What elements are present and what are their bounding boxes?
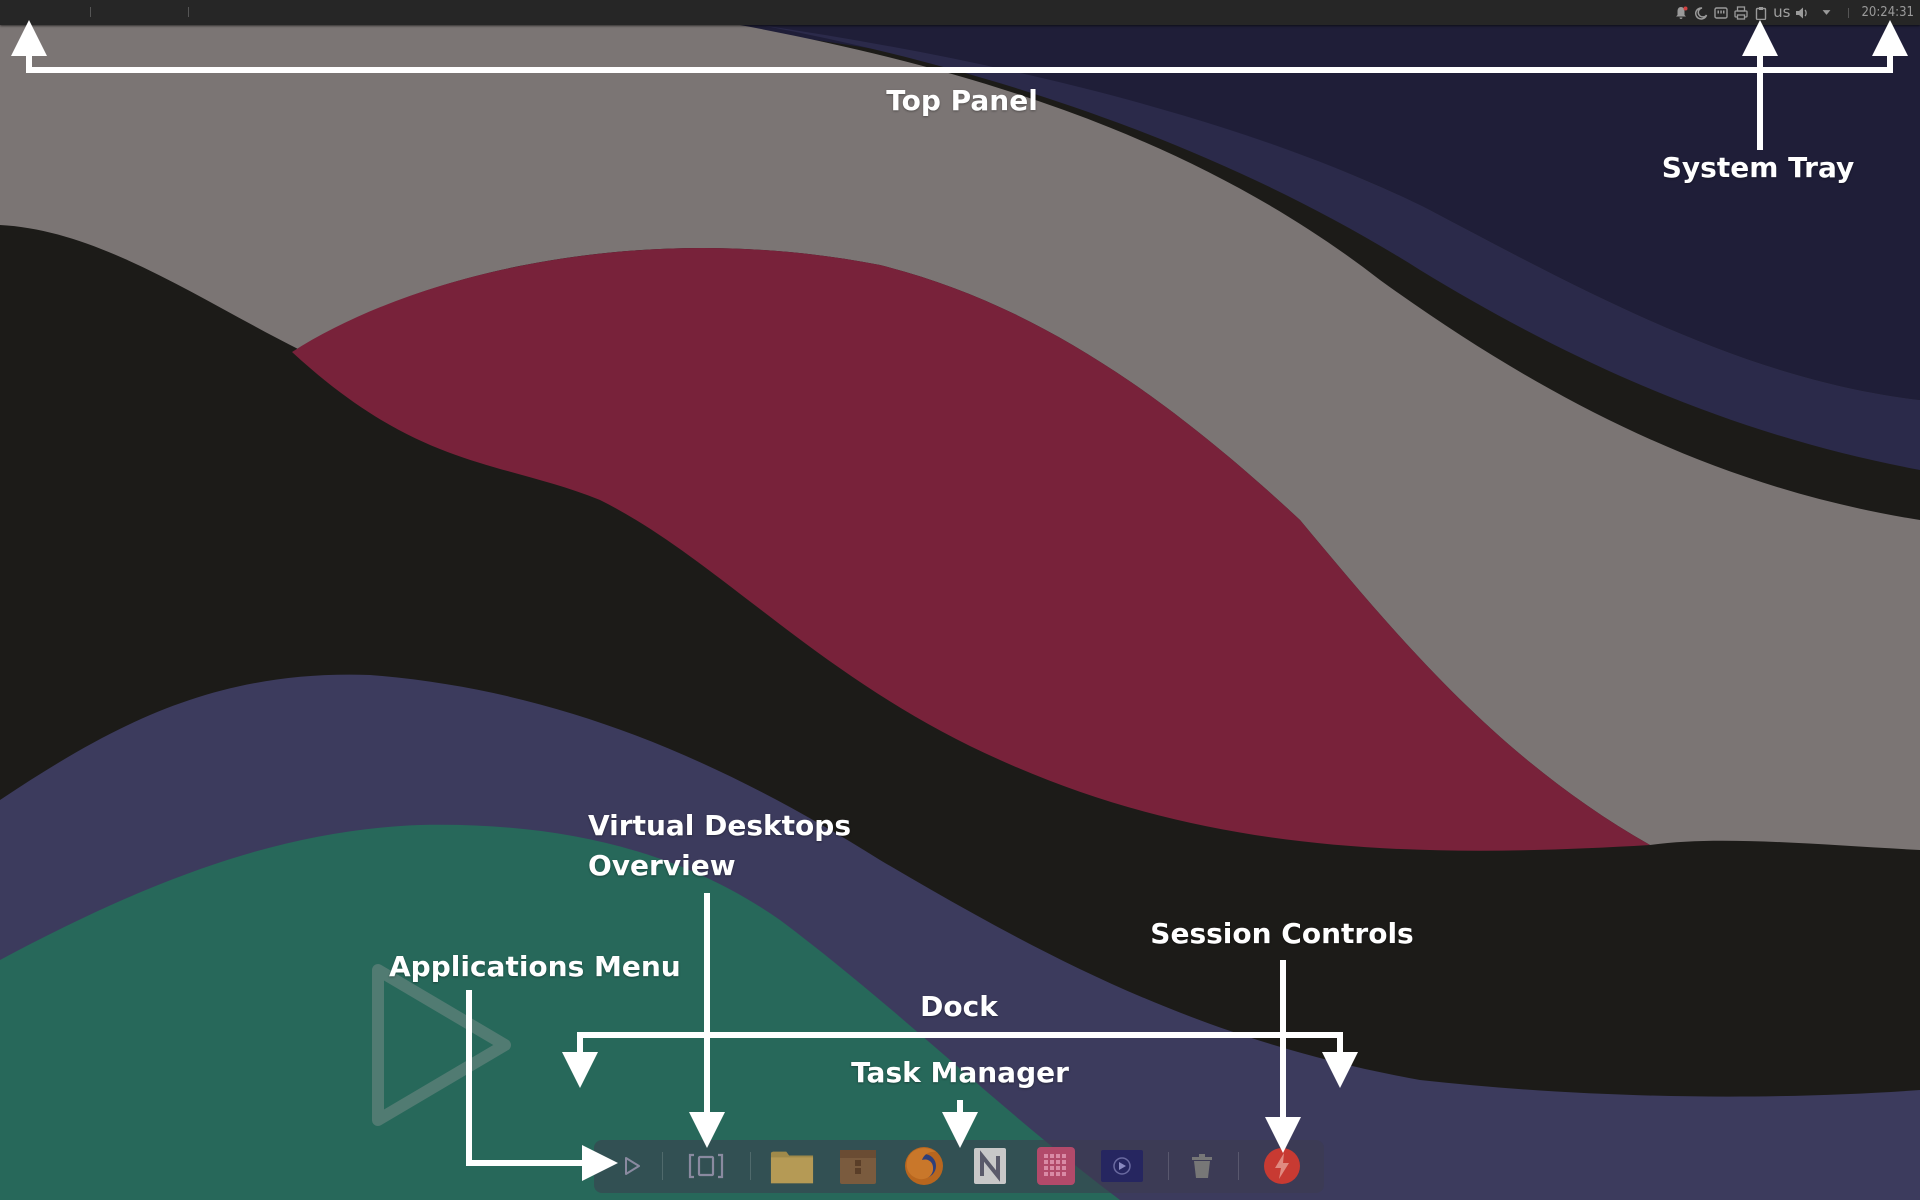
top-panel-annotation: Top Panel: [886, 84, 1038, 117]
trash-launcher[interactable]: [1180, 1146, 1224, 1186]
virtual-desktops-annotation-line1: Virtual Desktops: [588, 809, 851, 842]
archive-manager-launcher[interactable]: [836, 1146, 880, 1186]
dock: [594, 1140, 1324, 1193]
panel-separator: [188, 7, 189, 17]
notes-launcher[interactable]: [968, 1146, 1012, 1186]
dock-separator: [1238, 1152, 1239, 1180]
clipboard-icon[interactable]: [1751, 0, 1771, 25]
wave-navy: [700, 25, 1920, 400]
night-mode-icon[interactable]: [1691, 0, 1711, 25]
media-player-launcher[interactable]: [1100, 1146, 1144, 1186]
virtual-desktops-annotation-line2: Overview: [588, 849, 736, 882]
virtual-desktops-overview-button[interactable]: [684, 1146, 728, 1186]
system-tray-annotation: System Tray: [1661, 151, 1855, 184]
trash-icon: [1192, 1154, 1212, 1178]
dock-separator: [750, 1152, 751, 1180]
archive-box-icon: [840, 1150, 876, 1184]
panel-separator: [1848, 7, 1850, 18]
applications-menu-button[interactable]: [610, 1146, 654, 1186]
video-play-icon: [1101, 1150, 1143, 1182]
wave-navy-band: [760, 25, 1920, 470]
wave-gray: [0, 25, 1920, 850]
clock[interactable]: 20:24:31: [1861, 5, 1914, 20]
notification-bell-icon[interactable]: [1671, 0, 1691, 25]
keyboard-layout-indicator[interactable]: us: [1773, 3, 1791, 21]
play-triangle-icon: [625, 1157, 640, 1175]
power-bolt-icon: [1264, 1148, 1300, 1184]
session-controls-button[interactable]: [1260, 1146, 1304, 1186]
task-manager-annotation: Task Manager: [851, 1056, 1069, 1089]
triangle-down-icon[interactable]: [1812, 0, 1840, 25]
session-controls-annotation: Session Controls: [1150, 917, 1414, 950]
grid-dots-icon: [1037, 1147, 1075, 1185]
dock-annotation: Dock: [920, 990, 998, 1023]
dock-separator: [662, 1152, 663, 1180]
files-launcher[interactable]: [770, 1146, 814, 1186]
keyboard-icon[interactable]: [1711, 0, 1731, 25]
watermark-logo: [372, 964, 511, 1126]
notes-n-icon: [974, 1148, 1006, 1184]
dock-separator: [1168, 1152, 1169, 1180]
applications-menu-annotation: Applications Menu: [389, 950, 681, 983]
top-panel: us 20:24:31: [0, 0, 1920, 25]
firefox-icon: [905, 1147, 943, 1185]
speaker-icon[interactable]: [1792, 0, 1812, 25]
wave-crimson: [292, 248, 1650, 851]
panel-separator: [90, 7, 91, 17]
folder-icon: [770, 1151, 814, 1184]
firefox-launcher[interactable]: [902, 1146, 946, 1186]
bracket-desktops-icon: [688, 1153, 724, 1179]
printer-icon[interactable]: [1731, 0, 1751, 25]
pink-app-launcher[interactable]: [1034, 1146, 1078, 1186]
system-tray: us 20:24:31: [1671, 0, 1920, 25]
